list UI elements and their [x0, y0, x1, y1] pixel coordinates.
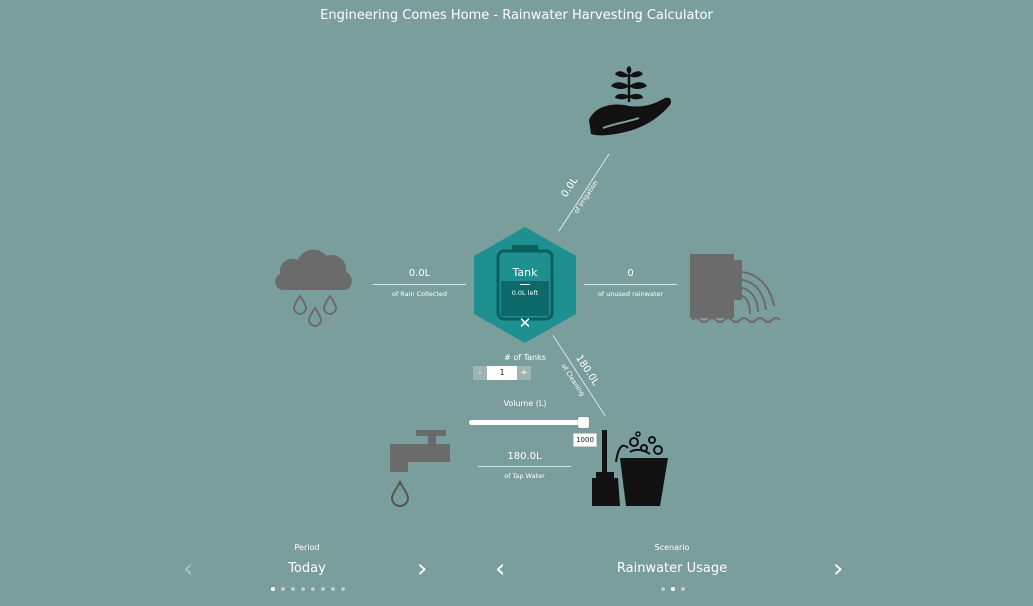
pagination-dot[interactable] — [301, 587, 305, 591]
period-next-arrow-icon[interactable]: › — [417, 554, 428, 584]
period-label: Period — [294, 543, 320, 552]
volume-label: Volume (L) — [503, 399, 547, 408]
tanks-increment-button[interactable]: + — [517, 366, 531, 380]
tanks-decrement-button[interactable]: - — [473, 366, 487, 380]
tanks-count-input[interactable]: 1 — [487, 366, 517, 380]
tank-label: Tank — [512, 266, 538, 279]
scenario-prev-arrow-icon[interactable]: ‹ — [495, 554, 506, 584]
tank-divider — [520, 284, 530, 285]
unused-rainwater-value: 0 — [627, 268, 634, 279]
pagination-dot[interactable] — [331, 587, 335, 591]
pagination-dot[interactable] — [311, 587, 315, 591]
irrigation-value: 0.0L — [559, 175, 581, 200]
pagination-dot[interactable] — [321, 587, 325, 591]
tank-hexagon-icon — [474, 227, 576, 343]
tank-close-icon[interactable]: ✕ — [518, 314, 532, 332]
period-pagination-dots — [271, 587, 345, 591]
pagination-dot[interactable] — [661, 587, 665, 591]
overflow-drain-icon — [690, 254, 781, 323]
pagination-dot[interactable] — [281, 587, 285, 591]
tap-water-label: of Tap Water — [504, 472, 545, 480]
scenario-next-arrow-icon[interactable]: › — [833, 554, 844, 584]
unused-rainwater-label: of unused rainwater — [597, 290, 664, 298]
period-value: Today — [288, 561, 326, 576]
tanks-label: # of Tanks — [504, 353, 546, 362]
cleaning-bucket-broom-icon — [592, 430, 668, 506]
rain-cloud-icon — [275, 249, 352, 328]
scenario-value: Rainwater Usage — [616, 561, 728, 576]
pagination-dot[interactable] — [681, 587, 685, 591]
rain-collected-label: of Rain Collected — [391, 290, 448, 298]
volume-slider-track[interactable] — [469, 420, 587, 425]
irrigation-hand-plant-icon — [589, 66, 672, 136]
volume-slider-thumb[interactable] — [578, 417, 589, 428]
tap-faucet-icon — [390, 430, 450, 508]
pagination-dot[interactable] — [271, 587, 275, 591]
pagination-dot[interactable] — [291, 587, 295, 591]
tap-connector-line — [478, 466, 571, 467]
rain-connector-line — [373, 284, 466, 285]
scenario-pagination-dots — [661, 587, 685, 591]
period-prev-arrow-icon[interactable]: ‹ — [183, 554, 194, 584]
tap-water-value: 180.0L — [507, 451, 542, 462]
tank-left-text: 0.0L left — [511, 289, 539, 297]
pagination-dot[interactable] — [671, 587, 675, 591]
tanks-stepper: - 1 + — [473, 366, 531, 380]
scenario-label: Scenario — [654, 543, 690, 552]
volume-value-box: 1000 — [573, 433, 597, 447]
unused-connector-line — [584, 284, 677, 285]
rain-collected-value: 0.0L — [408, 268, 431, 279]
page-title: Engineering Comes Home - Rainwater Harve… — [320, 8, 713, 23]
pagination-dot[interactable] — [341, 587, 345, 591]
